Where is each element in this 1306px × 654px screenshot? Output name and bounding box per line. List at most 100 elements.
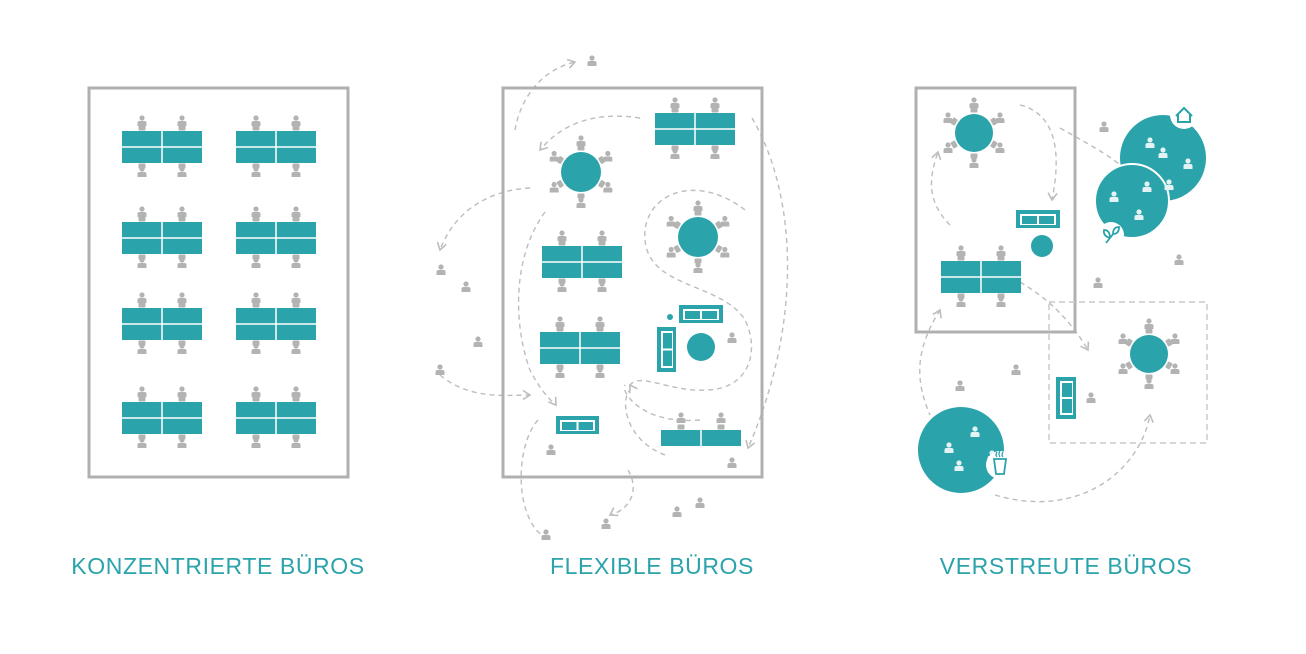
person-icon: [251, 386, 261, 397]
person-icon: [177, 343, 187, 354]
person-body: [601, 524, 611, 529]
person-body: [473, 342, 483, 347]
chair: [990, 140, 998, 149]
path-arrowhead: [566, 58, 577, 69]
person-icon: [291, 437, 301, 448]
chair: [252, 302, 260, 308]
chair: [292, 302, 300, 308]
office-frame-concentrated: [87, 86, 350, 479]
path-arrowhead: [1047, 192, 1058, 202]
person-head: [672, 148, 678, 154]
location-icons: [986, 101, 1198, 479]
person-body: [251, 121, 261, 126]
person-head: [971, 97, 977, 103]
movement-path: [994, 414, 1151, 503]
person-head: [179, 115, 185, 121]
sofa-cushion: [685, 311, 700, 319]
chair: [717, 424, 725, 430]
person-icon: [1144, 378, 1154, 389]
person-icon: [601, 518, 611, 529]
person-head: [668, 215, 674, 222]
person-body: [1183, 164, 1193, 169]
caption-distributed-offices: VERSTREUTE BÜROS: [939, 553, 1193, 579]
person-head: [1144, 181, 1150, 187]
person-body: [969, 103, 979, 108]
person-head: [253, 386, 259, 392]
person-head: [946, 442, 952, 448]
person-head: [179, 343, 185, 349]
person-icon: [177, 257, 187, 268]
person-body: [676, 418, 686, 423]
path-arrowhead: [1143, 413, 1154, 423]
cafe-area: [918, 407, 1004, 493]
person-icon: [251, 115, 261, 126]
person-body: [695, 503, 705, 508]
chair: [252, 216, 260, 222]
person-body: [291, 392, 301, 397]
person-body: [177, 263, 187, 268]
person-body: [177, 212, 187, 217]
desk-block: [542, 246, 622, 278]
person-body: [603, 156, 613, 162]
person-head: [253, 166, 259, 172]
person-icon: [177, 166, 187, 177]
person-icon: [555, 367, 565, 378]
coffee-cup-icon: [986, 450, 1014, 479]
person-body: [996, 302, 1006, 307]
person-body: [546, 450, 556, 455]
person-body: [1109, 197, 1119, 202]
person-head: [958, 296, 964, 302]
person-body: [1093, 283, 1103, 288]
person-head: [1185, 158, 1191, 164]
person-head: [557, 367, 563, 373]
person-body: [541, 535, 551, 540]
person-body: [1142, 187, 1152, 192]
chair: [292, 125, 300, 131]
person-icon: [954, 460, 964, 471]
chair: [292, 396, 300, 402]
sofa-seat: [683, 309, 719, 320]
person-body: [720, 252, 730, 258]
person-icon: [1183, 158, 1193, 169]
person-icon: [970, 426, 980, 437]
person-body: [1118, 339, 1128, 344]
person-head: [605, 181, 611, 188]
chair: [138, 396, 146, 402]
person-head: [971, 157, 977, 163]
person-head: [1146, 318, 1152, 324]
person-head: [972, 426, 978, 432]
person-head: [179, 386, 185, 392]
person-body: [557, 287, 567, 292]
person-head: [179, 437, 185, 443]
person-head: [997, 142, 1003, 148]
chair: [598, 180, 606, 188]
chair: [556, 180, 564, 188]
desk-block: [941, 261, 1021, 293]
person-head: [605, 150, 611, 157]
person-head: [1146, 378, 1152, 384]
person-icon: [436, 264, 446, 275]
chair: [950, 117, 958, 126]
person-body: [1118, 369, 1128, 374]
person-icon: [1164, 179, 1174, 190]
people: [137, 55, 1193, 540]
sofa-cushion: [1062, 383, 1072, 397]
person-body: [435, 370, 445, 375]
person-head: [548, 444, 554, 450]
person-icon: [995, 112, 1005, 123]
chair: [252, 396, 260, 402]
round-table: [678, 217, 718, 257]
person-head: [293, 343, 299, 349]
person-body: [291, 349, 301, 354]
desk-block: [655, 113, 735, 145]
person-head: [599, 230, 605, 236]
person-icon: [710, 148, 720, 159]
person-icon: [251, 206, 261, 217]
person-icon: [557, 281, 567, 292]
person-icon: [1158, 147, 1168, 158]
person-body: [177, 298, 187, 303]
person-icon: [693, 200, 703, 211]
movement-path: [539, 115, 641, 151]
person-body: [1164, 185, 1174, 190]
